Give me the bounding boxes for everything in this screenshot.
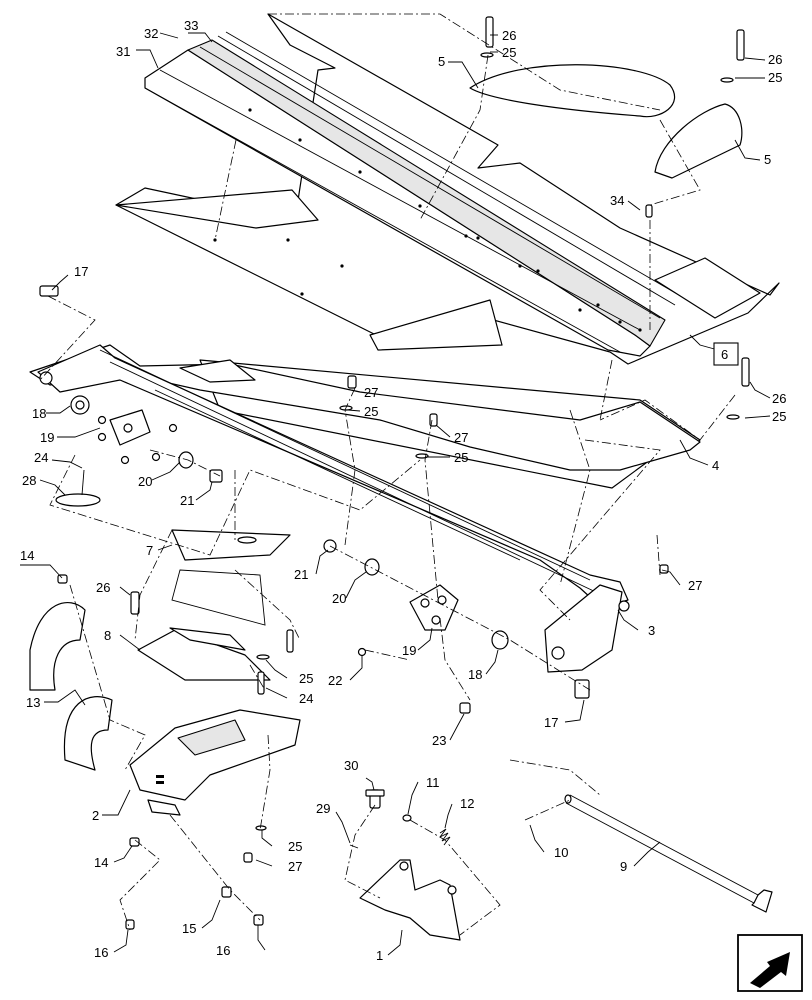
callout-5: 5 [764,152,771,167]
callout-16: 16 [216,943,230,958]
callout-12: 12 [460,796,474,811]
callout-25: 25 [772,409,786,424]
callout-22: 22 [328,673,342,688]
callout-3: 3 [648,623,655,638]
reference-box-label: 6 [721,347,728,362]
left-hardware-cluster [55,395,223,507]
callout-8: 8 [104,628,111,643]
callout-20: 20 [138,474,152,489]
deflector-right [654,103,743,179]
callout-33: 33 [184,18,198,33]
callout-29: 29 [316,801,330,816]
reference-box-6: 6 [713,342,739,366]
callout-27: 27 [688,578,702,593]
upper-sheet-panel [115,13,780,365]
callout-30: 30 [344,758,358,773]
callout-19: 19 [40,430,54,445]
callout-18: 18 [32,406,46,421]
callout-20: 20 [332,591,346,606]
right-hardware-cluster [323,539,509,714]
callout-25: 25 [364,404,378,419]
callout-25: 25 [768,70,782,85]
callout-21: 21 [294,567,308,582]
callout-18: 18 [468,667,482,682]
callout-28: 28 [22,473,36,488]
assembly-centerlines [39,13,736,936]
support-bracket [359,859,461,941]
callout-25: 25 [288,839,302,854]
callout-25: 25 [454,450,468,465]
callout-25: 25 [502,45,516,60]
callout-19: 19 [402,643,416,658]
callout-numbers: 31 32 33 5 5 26 25 26 25 34 17 26 25 27 … [20,18,786,963]
callout-27: 27 [288,859,302,874]
main-channel-frame [37,344,630,673]
callout-11: 11 [426,775,440,790]
callout-23: 23 [432,733,446,748]
callout-25: 25 [299,671,313,686]
callout-9: 9 [620,859,627,874]
callout-27: 27 [454,430,468,445]
callout-26: 26 [502,28,516,43]
callout-10: 10 [554,845,568,860]
callout-13: 13 [26,695,40,710]
strap-lower [63,696,113,771]
callout-21: 21 [180,493,194,508]
callout-17: 17 [544,715,558,730]
callout-34: 34 [610,193,624,208]
callout-5: 5 [438,54,445,69]
callout-14: 14 [94,855,108,870]
callout-24: 24 [34,450,48,465]
callout-24: 24 [299,691,313,706]
callout-15: 15 [182,921,196,936]
callout-17: 17 [74,264,88,279]
callout-26: 26 [772,391,786,406]
callout-32: 32 [144,26,158,41]
callout-26: 26 [96,580,110,595]
spring-and-fasteners [39,16,750,930]
shield-assembly [129,709,301,816]
leader-lines [20,32,771,956]
callout-14: 14 [20,548,34,563]
guard-bracket [137,529,291,681]
previous-page-arrow-icon[interactable] [737,934,803,992]
strap-upper [29,602,86,691]
callout-7: 7 [146,543,153,558]
callout-4: 4 [712,458,719,473]
callout-16: 16 [94,945,108,960]
callout-31: 31 [116,44,130,59]
mounting-holes [213,108,642,332]
callout-1: 1 [376,948,383,963]
callout-27: 27 [364,385,378,400]
pivot-pin [564,794,773,913]
callout-26: 26 [768,52,782,67]
callout-2: 2 [92,808,99,823]
deflector-left [469,64,676,118]
